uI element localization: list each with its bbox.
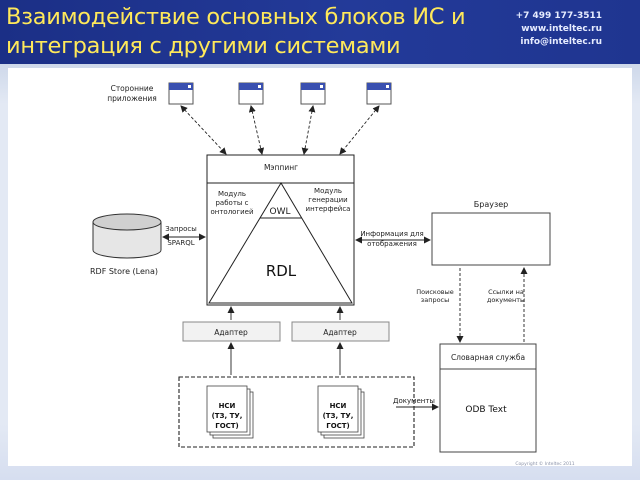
- nsi2-line2: (ТЗ, ТУ,: [323, 412, 354, 420]
- sparql-label-line2: SPARQL: [167, 239, 194, 247]
- adapter-box-2: [291, 321, 390, 342]
- ontology-module-line3: онтологией: [210, 208, 253, 216]
- external-app-window-icon-2: [238, 82, 264, 105]
- interface-module-line2: генерации: [308, 196, 347, 204]
- ontology-module-line2: работы с: [215, 199, 248, 207]
- app4-mapping-arrow: [339, 105, 380, 155]
- page-title: Взаимодействие основных блоков ИС и инте…: [6, 3, 476, 61]
- ontology-module-line1: Модуль: [218, 190, 246, 198]
- adapter-box-1: [182, 321, 281, 342]
- mapping-label: Мэппинг: [264, 163, 298, 172]
- nsi1-line1: НСИ: [219, 402, 236, 410]
- browser-label: Браузер: [474, 200, 508, 209]
- search-queries-line1: Поисковые: [416, 288, 454, 296]
- display-info-line2: отображения: [367, 240, 417, 248]
- header-bar: Взаимодействие основных блоков ИС и инте…: [0, 0, 640, 64]
- display-info-line1: Информация для: [360, 230, 423, 238]
- interface-module-line1: Модуль: [314, 187, 342, 195]
- external-app-window-icon-4: [366, 82, 392, 105]
- search-results-line2: документы: [487, 296, 525, 304]
- website-link[interactable]: www.inteltec.ru: [521, 24, 602, 34]
- adapter-label-2: Адаптер: [323, 328, 357, 337]
- sparql-label-line1: Запросы: [165, 225, 196, 233]
- external-app-window-icon-3: [300, 82, 326, 105]
- rdf-store-label: RDF Store (Lena): [90, 267, 158, 276]
- copyright-text: Copyright © Inteltec 2011: [515, 460, 574, 467]
- documents-label: Документы: [393, 397, 435, 405]
- phone-number: +7 499 177-3511: [515, 11, 602, 21]
- rdl-label: RDL: [266, 262, 297, 280]
- nsi2-line3: ГОСТ): [326, 422, 350, 430]
- nsi-document-stack-icon-1: [206, 385, 254, 439]
- app1-mapping-arrow: [180, 105, 227, 155]
- dictionary-service-label: Словарная служба: [451, 353, 525, 362]
- rdl-triangle: [208, 182, 353, 304]
- owl-label: OWL: [270, 207, 291, 217]
- title-line-1: Взаимодействие основных блоков ИС и: [6, 4, 466, 30]
- nsi2-line1: НСИ: [330, 402, 347, 410]
- external-app-window-icon-1: [168, 82, 194, 105]
- odb-text-box: [439, 343, 537, 453]
- app2-mapping-arrow: [248, 105, 265, 155]
- browser-box: [431, 212, 551, 266]
- nsi1-line3: ГОСТ): [215, 422, 239, 430]
- search-queries-line2: запросы: [421, 296, 450, 304]
- external-apps-label-line1: Сторонние: [111, 84, 154, 93]
- nsi-sources-container: [178, 376, 415, 448]
- odb-text-label: ODB Text: [465, 405, 507, 415]
- external-apps-label-line2: приложения: [107, 94, 157, 103]
- search-results-line1: Ссылки на: [488, 288, 524, 296]
- nsi1-line2: (ТЗ, ТУ,: [212, 412, 243, 420]
- app3-mapping-arrow: [301, 105, 316, 155]
- interface-module-line3: интерфейса: [306, 205, 351, 213]
- nsi-document-stack-icon-2: [317, 385, 365, 439]
- contact-info: +7 499 177-3511 www.inteltec.ru info@int…: [462, 10, 602, 49]
- title-line-2: интеграция с другими системами: [6, 33, 401, 59]
- adapter-label-1: Адаптер: [214, 328, 248, 337]
- email-link[interactable]: info@inteltec.ru: [520, 37, 602, 47]
- rdf-store-cylinder-icon: [92, 213, 162, 259]
